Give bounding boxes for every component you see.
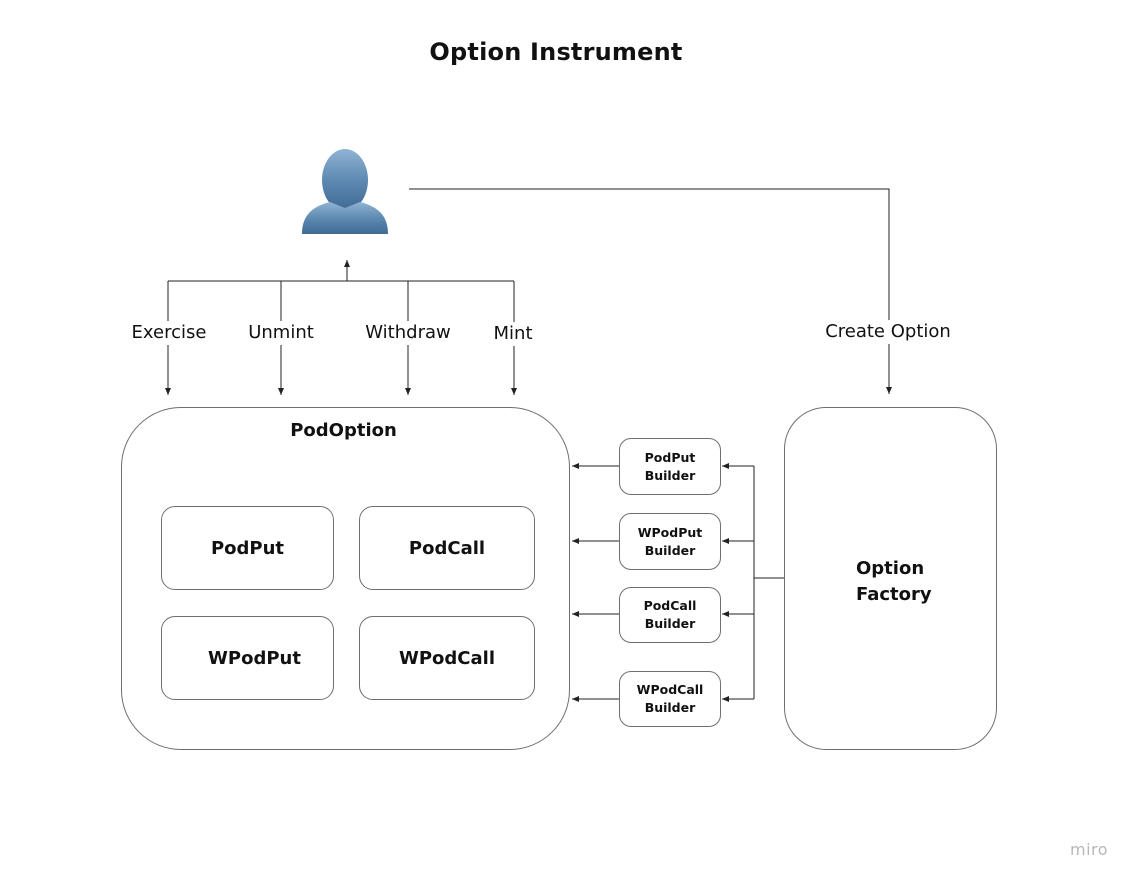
wpod-call-box: WPodCall [359, 616, 535, 700]
wpod-put-box: WPodPut [161, 616, 334, 700]
wpod-put-builder-box: WPodPut Builder [619, 513, 721, 570]
pod-call-box: PodCall [359, 506, 535, 590]
action-label-unmint: Unmint [246, 321, 316, 345]
wpod-call-builder-box: WPodCall Builder [619, 671, 721, 727]
create-option-label: Create Option [823, 320, 953, 344]
create-option-connector [409, 188, 892, 394]
pod-option-label: PodOption [290, 420, 397, 441]
miro-watermark: miro [1070, 840, 1109, 859]
builder-connectors [572, 463, 784, 702]
pod-put-builder-box: PodPut Builder [619, 438, 721, 495]
action-label-mint: Mint [491, 322, 535, 346]
user-icon [302, 149, 388, 234]
pod-put-box: PodPut [161, 506, 334, 590]
action-label-exercise: Exercise [129, 321, 209, 345]
action-connectors [165, 260, 517, 395]
pod-call-builder-box: PodCall Builder [619, 587, 721, 643]
option-factory-container: Option Factory [784, 407, 997, 750]
action-label-withdraw: Withdraw [363, 321, 453, 345]
option-factory-label: Option Factory [856, 558, 932, 605]
diagram-title: Option Instrument [429, 38, 683, 66]
